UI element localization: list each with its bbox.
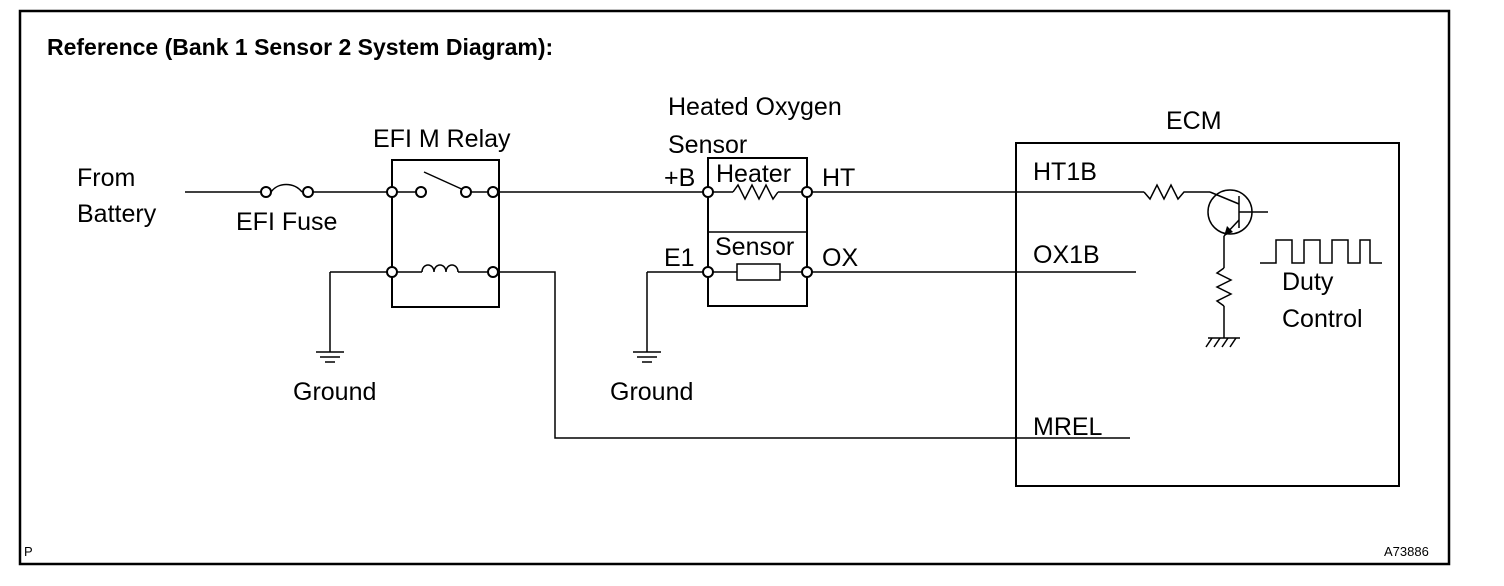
ground-middle-symbol: [633, 271, 703, 363]
sensor-element-icon: [736, 263, 781, 281]
figure-code: A73886: [1384, 544, 1429, 559]
diagram-frame: [18, 9, 1451, 566]
ecm-chassis-ground-icon: [1205, 337, 1240, 348]
label-sensor: Sensor: [715, 233, 794, 261]
diagram-title: Reference (Bank 1 Sensor 2 System Diagra…: [47, 34, 553, 60]
label-ox: OX: [822, 244, 858, 272]
label-ecm: ECM: [1166, 107, 1222, 135]
label-ht1b: HT1B: [1033, 158, 1097, 186]
relay-coil-icon: [421, 264, 459, 273]
efi-fuse-symbol: [185, 183, 389, 198]
ecm-emitter-resistor: [1215, 236, 1233, 338]
ecm-box: [1015, 142, 1400, 487]
label-control: Control: [1282, 305, 1363, 333]
label-sensor-title-1: Heated Oxygen: [668, 93, 842, 121]
label-ground-middle: Ground: [610, 378, 693, 406]
label-from: From: [77, 164, 135, 192]
label-ox1b: OX1B: [1033, 241, 1100, 269]
heater-resistor-icon: [732, 183, 779, 201]
label-ground-left: Ground: [293, 378, 376, 406]
label-e1: E1: [664, 244, 695, 272]
label-efi-m-relay: EFI M Relay: [373, 125, 511, 153]
transistor-icon: [1207, 189, 1268, 237]
corner-p: P: [24, 544, 33, 559]
label-ht: HT: [822, 164, 855, 192]
wire-mrel: [498, 271, 1130, 439]
label-mrel: MREL: [1033, 413, 1103, 441]
label-sensor-title-2: Sensor: [668, 131, 747, 159]
label-plus-b: +B: [664, 164, 695, 192]
label-battery: Battery: [77, 200, 157, 228]
label-efi-fuse: EFI Fuse: [236, 208, 337, 236]
ecm-resistor-icon: [1143, 183, 1210, 201]
duty-waveform-icon: [1260, 239, 1382, 264]
efi-m-relay: [386, 159, 500, 308]
label-duty: Duty: [1282, 268, 1334, 296]
ground-left-symbol: [316, 271, 387, 363]
label-heater: Heater: [716, 160, 791, 188]
